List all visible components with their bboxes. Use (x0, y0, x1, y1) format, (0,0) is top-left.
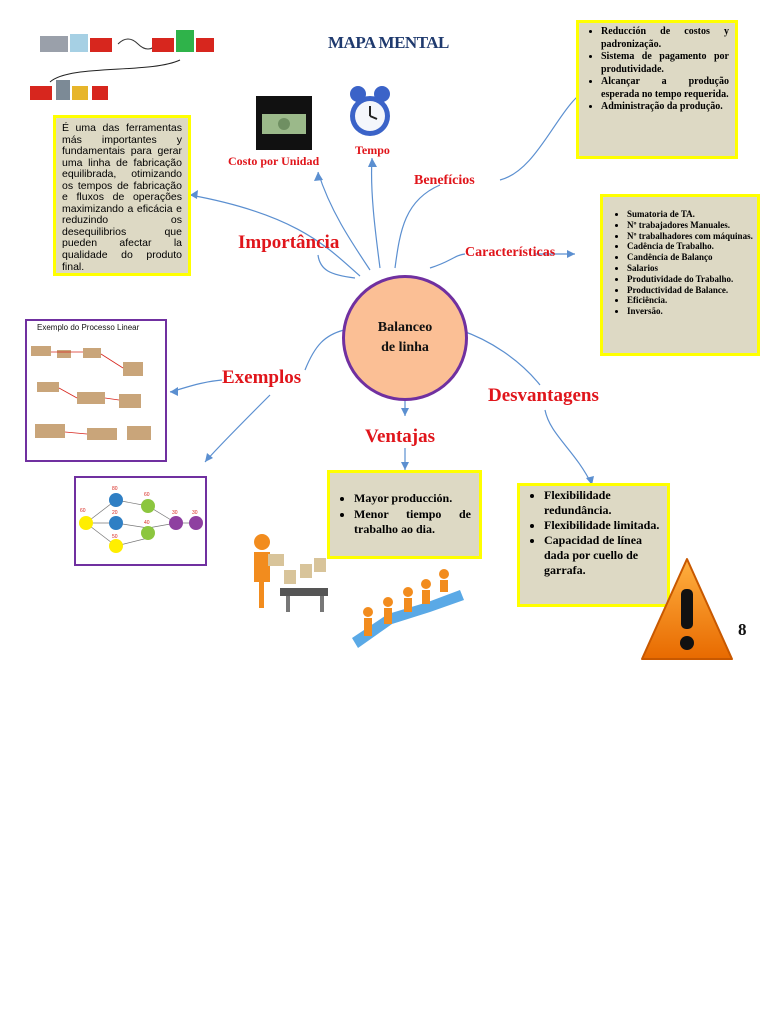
list-item: Salarios (627, 263, 753, 274)
machines-illustration (30, 30, 214, 100)
network-label: 60 (144, 492, 150, 498)
process-flow-drawing (31, 346, 151, 440)
list-item: Nº trabajadores Manuales. (627, 220, 753, 231)
list-item: Flexibilidade limitada. (544, 518, 661, 533)
branch-ventajas-label: Ventajas (365, 426, 436, 447)
clock-icon (350, 86, 390, 136)
branch-tempo-label: Tempo (355, 143, 390, 157)
conveyor-worker-illustration (254, 534, 328, 612)
network-node (169, 516, 183, 530)
ventajas-box: Mayor producción. Menor tiempo de trabal… (327, 470, 482, 559)
list-item: Cadência de Trabalho. (627, 241, 753, 252)
teamwork-puzzle-illustration (352, 569, 464, 648)
branch-beneficios-label: Benefícios (414, 173, 475, 188)
network-label: 20 (112, 510, 118, 516)
exemplo-process-image: Exemplo do Processo Linear (25, 319, 167, 462)
list-item: Mayor producción. (354, 491, 471, 507)
ventajas-list: Mayor producción. Menor tiempo de trabal… (340, 491, 471, 538)
network-label: 30 (172, 510, 178, 516)
center-line1: Balanceo (377, 320, 433, 336)
list-item: Nº trabalhadores com máquinas. (627, 231, 753, 242)
network-node (109, 516, 123, 530)
network-label: 40 (144, 520, 150, 526)
list-item: Produtividade do Trabalho. (627, 274, 753, 285)
network-node (109, 493, 123, 507)
caracteristicas-list: Sumatoria de TA. Nº trabajadores Manuale… (613, 209, 753, 317)
network-node (109, 539, 123, 553)
branch-importancia-label: Importância (238, 232, 340, 253)
branch-costo-label: Costo por Unidad (228, 154, 320, 168)
beneficios-box: Reducción de costos y padronização. Sist… (576, 20, 738, 159)
network-node (189, 516, 203, 530)
list-item: Sistema de pagamento por produtividade. (601, 51, 729, 76)
list-item: Inversão. (627, 306, 753, 317)
importancia-box: É uma das ferramentas más importantes y … (53, 115, 191, 276)
network-label: 60 (80, 508, 86, 514)
desvantagens-box: Flexibilidade redundância. Flexibilidade… (517, 483, 670, 607)
center-node: Balanceo de linha (342, 275, 468, 401)
network-label: 80 (112, 486, 118, 492)
beneficios-list: Reducción de costos y padronização. Sist… (587, 26, 729, 114)
network-diagram: 60 80 20 50 60 40 30 30 (74, 476, 207, 566)
network-node (141, 499, 155, 513)
list-item: Reducción de costos y padronização. (601, 26, 729, 51)
page-number: 8 (738, 620, 747, 639)
network-label: 30 (192, 510, 198, 516)
network-label: 50 (112, 534, 118, 540)
list-item: Administração da produção. (601, 101, 729, 114)
list-item: Flexibilidade redundância. (544, 488, 661, 518)
branch-caracteristicas-label: Características (465, 245, 556, 260)
money-icon (256, 96, 312, 150)
branch-exemplos-label: Exemplos (222, 367, 302, 388)
page-title: MAPA MENTAL (328, 33, 449, 52)
list-item: Productividad de Balance. (627, 285, 753, 296)
network-node (141, 526, 155, 540)
list-item: Alcançar a produção esperada no tempo re… (601, 76, 729, 101)
list-item: Candência de Balanço (627, 252, 753, 263)
exemplo-title: Exemplo do Processo Linear (37, 323, 140, 332)
branch-desvantagens-label: Desvantagens (488, 385, 599, 406)
list-item: Sumatoria de TA. (627, 209, 753, 220)
list-item: Capacidad de línea dada por cuello de ga… (544, 533, 661, 578)
importancia-text: É uma das ferramentas más importantes y … (62, 122, 182, 273)
desvantagens-list: Flexibilidade redundância. Flexibilidade… (530, 488, 661, 578)
center-line2: de linha (381, 340, 429, 355)
list-item: Menor tiempo de trabalho ao dia. (354, 507, 471, 538)
caracteristicas-box: Sumatoria de TA. Nº trabajadores Manuale… (600, 194, 760, 356)
network-node (79, 516, 93, 530)
list-item: Eficiência. (627, 295, 753, 306)
warning-icon (641, 558, 733, 660)
